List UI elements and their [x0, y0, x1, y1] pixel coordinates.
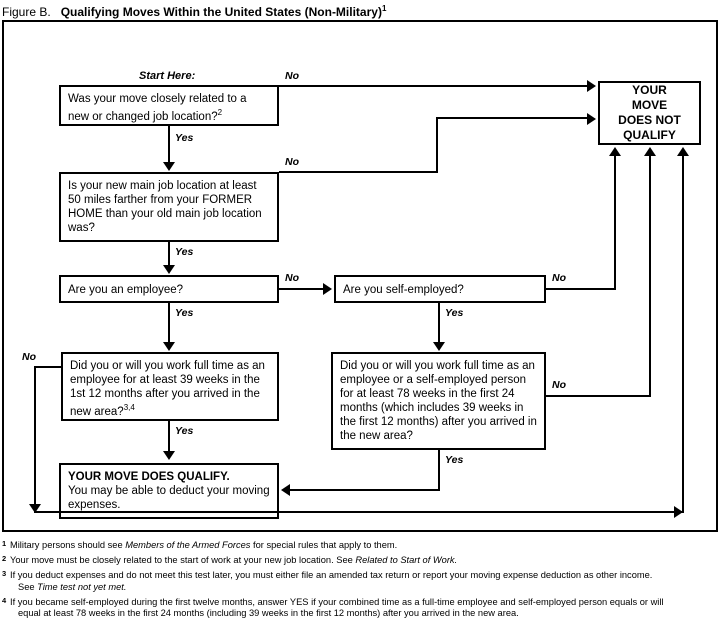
decision-box-distance-test[interactable]: Is your new main job location at least 5…	[59, 172, 279, 242]
edge-label-q6-yes: Yes	[445, 454, 464, 466]
not-qualify-text: YOUR MOVE DOES NOT QUALIFY	[600, 83, 699, 143]
edge-label-q5-yes: Yes	[175, 425, 194, 437]
decision-box-related-to-job[interactable]: Was your move closely related to a new o…	[59, 85, 279, 126]
edge-q5-no-line-bottom	[34, 511, 684, 513]
edge-q5-yes-arrowhead	[163, 451, 175, 460]
page-title: Figure B. Qualifying Moves Within the Un…	[2, 1, 719, 19]
edge-q5-yes-line	[168, 421, 170, 453]
edge-q3-no-arrowhead	[323, 283, 332, 295]
edge-label-q2-no: No	[285, 156, 299, 168]
edge-label-q6-no: No	[552, 379, 566, 391]
edge-q2-no-line-h1	[279, 171, 438, 173]
footnote-line: equal at least 78 weeks in the first 24 …	[10, 608, 719, 620]
decision-box-employee-time-test-text: Did you or will you work full time as an…	[70, 360, 265, 418]
footnote-text: Members of the Armed Forces	[125, 540, 251, 550]
edge-q2-yes-line	[168, 242, 170, 266]
flowchart-frame: Start Here: Was your move closely relate…	[2, 20, 718, 532]
edge-q3-yes-line	[168, 303, 170, 343]
edge-q5-no-line-v2	[682, 156, 684, 513]
edge-q6-no-line-h	[546, 395, 651, 397]
edge-q1-yes-arrowhead	[163, 162, 175, 171]
edge-q1-no-line	[279, 85, 589, 87]
edge-label-q5-no: No	[22, 351, 36, 363]
edge-q4-no-arrowhead	[609, 147, 621, 156]
result-box-move-qualifies-text: YOUR MOVE DOES QUALIFY. You may be able …	[61, 465, 277, 512]
q5-footnote-marker: 3,4	[123, 403, 135, 412]
result-box-move-qualifies[interactable]: YOUR MOVE DOES QUALIFY. You may be able …	[59, 463, 279, 519]
not-qualify-line-2: MOVE	[631, 98, 668, 112]
edge-label-q3-yes: Yes	[175, 307, 194, 319]
footnote-text: for special rules that apply to them.	[250, 540, 398, 550]
edge-q2-yes-arrowhead	[163, 265, 175, 274]
footnote-line: See Time test not yet met.	[10, 582, 719, 594]
edge-q5-no-line-v	[34, 366, 36, 511]
decision-box-are-you-employee[interactable]: Are you an employee?	[59, 275, 279, 303]
figure-heading: Qualifying Moves Within the United State…	[60, 5, 382, 19]
decision-box-are-you-self-employed-text: Are you self-employed?	[343, 284, 464, 296]
footnote-marker: 3	[2, 569, 7, 579]
edge-q6-yes-line-h	[290, 489, 440, 491]
footnote-marker: 1	[2, 539, 7, 548]
edge-q5-no-arrowhead-up	[677, 147, 689, 156]
edge-label-q1-no: No	[285, 70, 299, 82]
edge-q4-yes-line	[438, 303, 440, 343]
edge-q4-yes-arrowhead	[433, 342, 445, 351]
result-box-move-does-not-qualify[interactable]: YOUR MOVE DOES NOT QUALIFY	[598, 81, 701, 145]
edge-q6-yes-arrowhead	[281, 484, 290, 496]
edge-label-q3-no: No	[285, 272, 299, 284]
edge-q1-yes-line	[168, 126, 170, 163]
figure-label: Figure B.	[2, 5, 51, 19]
decision-box-distance-test-text: Is your new main job location at least 5…	[68, 180, 262, 234]
footnote-marker: 2	[2, 554, 7, 564]
qualify-body: You may be able to deduct your moving ex…	[68, 485, 270, 511]
footnote-text: Related to Start of Work.	[355, 555, 458, 566]
not-qualify-line-3: DOES NOT	[618, 113, 681, 127]
footnote-text: If you deduct expenses and do not meet t…	[10, 570, 653, 581]
edge-q2-no-arrowhead	[587, 113, 596, 125]
title-footnote-marker: 1	[381, 4, 387, 13]
decision-box-are-you-self-employed[interactable]: Are you self-employed?	[334, 275, 546, 303]
edge-q5-no-arrowhead-right	[674, 506, 683, 518]
edge-q1-no-arrowhead	[587, 80, 596, 92]
start-here-label: Start Here:	[139, 70, 196, 82]
footnote-marker: 4	[2, 595, 7, 605]
not-qualify-line-4: QUALIFY	[623, 128, 676, 142]
q1-footnote-marker: 2	[217, 108, 223, 117]
edge-q3-yes-arrowhead	[163, 342, 175, 351]
footnote-text: Your move must be closely related to the…	[10, 555, 356, 566]
decision-box-self-employed-time-test-text: Did you or will you work full time as an…	[340, 360, 537, 442]
decision-box-related-to-job-text: Was your move closely related to a new o…	[68, 93, 247, 123]
edge-q6-no-arrowhead	[644, 147, 656, 156]
footnote-text: Military persons should see	[10, 540, 126, 550]
edge-q2-no-line-h2	[436, 117, 589, 119]
decision-box-are-you-employee-text: Are you an employee?	[68, 284, 184, 296]
edge-label-q2-yes: Yes	[175, 246, 194, 258]
not-qualify-line-1: YOUR	[632, 83, 667, 97]
edge-q2-no-line-v	[436, 117, 438, 173]
edge-q5-no-arrowhead-down	[29, 504, 41, 513]
edge-label-q4-yes: Yes	[445, 307, 464, 319]
edge-q6-no-line-v	[649, 156, 651, 397]
footnote-text: Time test not yet met.	[37, 581, 127, 592]
edge-label-q1-yes: Yes	[175, 132, 194, 144]
edge-q3-no-line	[279, 288, 325, 290]
decision-box-self-employed-time-test[interactable]: Did you or will you work full time as an…	[331, 352, 546, 450]
footnote-text: equal at least 78 weeks in the first 24 …	[18, 608, 519, 619]
footnote-text: See	[18, 581, 38, 592]
edge-q4-no-line-h	[546, 288, 616, 290]
edge-q4-no-line-v	[614, 156, 616, 290]
edge-q6-yes-line-v	[438, 450, 440, 491]
decision-box-employee-time-test[interactable]: Did you or will you work full time as an…	[61, 352, 279, 421]
qualify-headline: YOUR MOVE DOES QUALIFY.	[68, 471, 230, 483]
edge-q5-no-line-h1	[34, 366, 62, 368]
edge-label-q4-no: No	[552, 272, 566, 284]
footnote-text: If you became self-employed during the f…	[10, 596, 664, 607]
